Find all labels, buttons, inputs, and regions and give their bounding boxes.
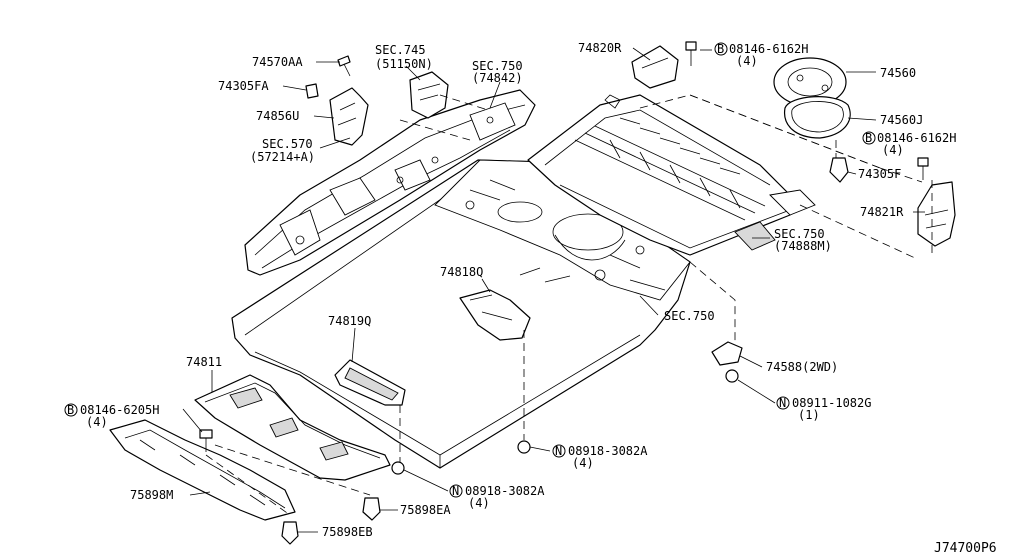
label-74856U: 74856U (256, 109, 299, 123)
prefix-n-2-text: N (555, 444, 562, 458)
label-sec570: SEC.570 (262, 137, 313, 151)
label-74560: 74560 (880, 66, 916, 80)
bolt-08146-6162H-right (917, 157, 929, 180)
label-sec750-b: SEC.750 (774, 227, 825, 241)
bolt-08146-6205H (199, 429, 213, 452)
diagram-code: J74700P6 (934, 541, 997, 556)
label-sec745: SEC.745 (375, 43, 426, 57)
clip-75898EB (281, 521, 299, 545)
prefix-b-3: B (64, 403, 78, 417)
bracket-74820R (631, 45, 679, 89)
label-08918-3082A-2-qty: (4) (468, 496, 490, 510)
label-74821R: 74821R (860, 205, 904, 219)
label-sec750-a-sub: (74842) (472, 71, 523, 85)
bolt-74570AA (337, 55, 351, 77)
label-08146-6205H: 08146-6205H (80, 403, 159, 417)
label-08146-6162H-1-qty: (4) (736, 54, 758, 68)
label-08146-6162H-2: 08146-6162H (877, 131, 956, 145)
plate-74819Q (334, 359, 406, 406)
label-74588: 74588(2WD) (766, 360, 838, 374)
assembly-lines (205, 94, 933, 516)
rear-floor-rear (527, 94, 816, 256)
bracket-74821R (917, 181, 956, 247)
clip-74305FA (305, 83, 319, 99)
seal-74560J (784, 96, 851, 139)
prefix-b-3-text: B (67, 403, 74, 417)
nut-08918-3082A-left (391, 461, 405, 475)
prefix-n-1: N (776, 396, 790, 410)
label-74820R: 74820R (578, 41, 622, 55)
insulator-75898M (109, 419, 296, 521)
label-75898EB: 75898EB (322, 525, 373, 539)
nut-08911-1082G (725, 369, 739, 383)
label-08911-1082G-qty: (1) (798, 408, 820, 422)
label-sec750-a: SEC.750 (472, 59, 523, 73)
clip-74305F (829, 157, 849, 183)
prefix-b-2-text: B (865, 131, 872, 145)
label-08918-3082A-1-qty: (4) (572, 456, 594, 470)
label-sec750-b-sub: (74888M) (774, 239, 832, 253)
label-74570AA: 74570AA (252, 55, 303, 69)
label-sec745-sub: (51150N) (375, 57, 433, 71)
label-74560J: 74560J (880, 113, 923, 127)
prefix-b-1: B (714, 42, 728, 56)
prefix-b-2: B (862, 131, 876, 145)
label-75898M: 75898M (130, 488, 173, 502)
label-08918-3082A-1: 08918-3082A (568, 444, 648, 458)
bracket-74856U (329, 87, 369, 146)
label-74818Q: 74818Q (440, 265, 483, 279)
label-75898EA: 75898EA (400, 503, 451, 517)
bracket-74588 (711, 341, 743, 366)
label-74305F: 74305F (858, 167, 901, 181)
clip-75898EA (362, 497, 381, 521)
bolt-08146-6162H-top (685, 41, 697, 66)
label-74811: 74811 (186, 355, 222, 369)
bracket-sec745 (409, 71, 449, 119)
prefix-n-3: N (449, 484, 463, 498)
leader-lines (182, 47, 925, 533)
prefix-n-2: N (552, 444, 566, 458)
label-08918-3082A-2: 08918-3082A (465, 484, 545, 498)
nut-08918-3082A-center (517, 440, 531, 454)
label-74819Q: 74819Q (328, 314, 371, 328)
label-08146-6162H-2-qty: (4) (882, 143, 904, 157)
prefix-b-1-text: B (717, 42, 724, 56)
plate-74818Q (459, 289, 531, 341)
label-08146-6205H-qty: (4) (86, 415, 108, 429)
label-08911-1082G: 08911-1082G (792, 396, 871, 410)
rear-side-member (244, 89, 536, 276)
prefix-n-1-text: N (779, 396, 786, 410)
label-08146-6162H-1: 08146-6162H (729, 42, 808, 56)
label-sec750-c: SEC.750 (664, 309, 715, 323)
prefix-n-3-text: N (452, 484, 459, 498)
label-74305FA: 74305FA (218, 79, 269, 93)
member-74811 (194, 374, 391, 481)
label-sec570-sub: (57214+A) (250, 150, 315, 164)
